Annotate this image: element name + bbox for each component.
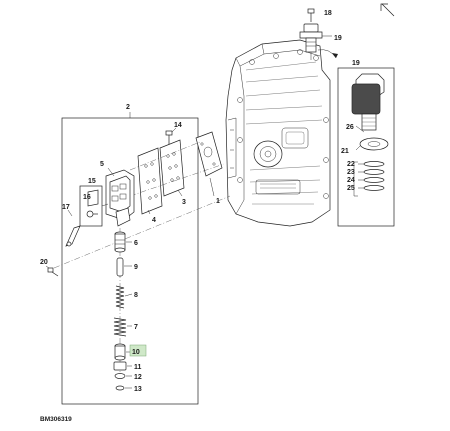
callout-5[interactable]: 5 bbox=[100, 161, 104, 168]
callout-18[interactable]: 18 bbox=[324, 10, 332, 17]
callout-23[interactable]: 23 bbox=[347, 169, 355, 176]
callout-25[interactable]: 25 bbox=[347, 185, 355, 192]
callout-7[interactable]: 7 bbox=[134, 324, 138, 331]
sensor-assembly-top bbox=[299, 8, 338, 60]
callout-13[interactable]: 13 bbox=[134, 386, 142, 393]
oring-13 bbox=[115, 385, 132, 391]
callout-14[interactable]: 14 bbox=[174, 122, 182, 129]
cap-11 bbox=[113, 361, 132, 371]
callout-4[interactable]: 4 bbox=[152, 217, 156, 224]
gasket-4 bbox=[137, 147, 163, 215]
callout-10[interactable]: 10 bbox=[132, 349, 140, 356]
plug-10 bbox=[114, 343, 130, 361]
callout-20[interactable]: 20 bbox=[40, 259, 48, 266]
separator-plate-3 bbox=[159, 139, 185, 197]
callout-2[interactable]: 2 bbox=[126, 104, 130, 111]
detail-box-19 bbox=[337, 67, 395, 227]
callout-17[interactable]: 17 bbox=[62, 204, 70, 211]
callout-22[interactable]: 22 bbox=[347, 161, 355, 168]
detail-box-15 bbox=[79, 185, 109, 227]
bolt-20 bbox=[45, 265, 59, 277]
valve-assembly-frame bbox=[61, 112, 199, 405]
callout-19-box[interactable]: 19 bbox=[352, 60, 360, 67]
spring-8 bbox=[115, 285, 133, 309]
callout-21[interactable]: 21 bbox=[341, 148, 349, 155]
callout-labels: 18 19 19 26 21 22 23 24 25 2 14 5 15 16 … bbox=[40, 10, 360, 393]
callout-19-top[interactable]: 19 bbox=[334, 35, 342, 42]
callout-9[interactable]: 9 bbox=[134, 264, 138, 271]
oring-12 bbox=[114, 373, 132, 379]
callout-3[interactable]: 3 bbox=[182, 199, 186, 206]
transmission-housing bbox=[225, 39, 331, 227]
pin-9 bbox=[116, 257, 132, 277]
diagram-id-caption: BM306319 bbox=[40, 416, 72, 423]
callout-1[interactable]: 1 bbox=[216, 198, 220, 205]
callout-15[interactable]: 15 bbox=[88, 178, 96, 185]
gasket-1 bbox=[195, 131, 223, 197]
callout-8[interactable]: 8 bbox=[134, 292, 138, 299]
callout-16[interactable]: 16 bbox=[83, 194, 91, 201]
diagonal-arrow-icon bbox=[380, 3, 395, 17]
spool-6 bbox=[114, 231, 132, 253]
lever-17 bbox=[65, 209, 81, 247]
valve-body-5 bbox=[105, 167, 135, 227]
callout-24[interactable]: 24 bbox=[347, 177, 355, 184]
highlight-callout-10 bbox=[129, 344, 147, 357]
bolt-18 bbox=[307, 8, 315, 22]
spring-7 bbox=[113, 317, 132, 337]
callout-26[interactable]: 26 bbox=[346, 124, 354, 131]
solenoid-19 bbox=[299, 23, 323, 60]
callout-11[interactable]: 11 bbox=[134, 364, 142, 371]
callout-12[interactable]: 12 bbox=[134, 374, 142, 381]
callout-6[interactable]: 6 bbox=[134, 240, 138, 247]
